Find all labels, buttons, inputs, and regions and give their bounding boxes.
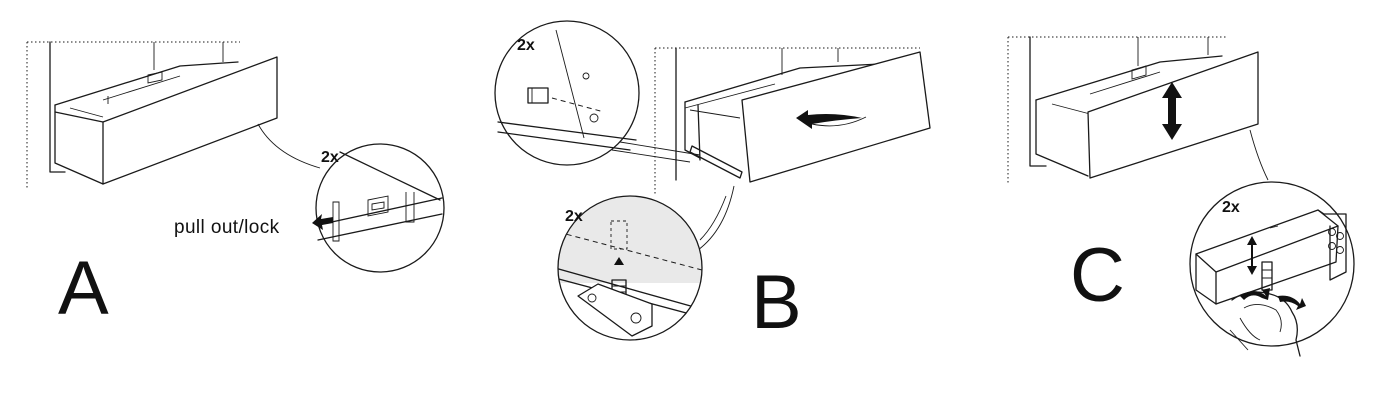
arrow-left-icon bbox=[312, 214, 333, 230]
magnifier-a bbox=[315, 143, 445, 273]
count-label-b-top: 2x bbox=[517, 37, 535, 54]
panel-b: 2x bbox=[494, 20, 931, 345]
magnifier-b-top bbox=[494, 20, 640, 166]
count-label-b-bottom: 2x bbox=[565, 208, 583, 225]
up-arrow-icon bbox=[1247, 236, 1257, 275]
step-letter-b: B bbox=[751, 260, 802, 345]
pull-out-lock-label: pull out/lock bbox=[174, 217, 280, 238]
count-label-a: 2x bbox=[321, 149, 339, 166]
step-letter-a: A bbox=[58, 246, 109, 331]
drawer-c bbox=[1035, 51, 1259, 179]
step-letter-c: C bbox=[1070, 233, 1125, 318]
double-vertical-arrow-icon bbox=[1162, 82, 1182, 140]
panel-c: 2x C bbox=[1007, 36, 1355, 357]
drawer-a bbox=[54, 56, 278, 185]
magnifier-c bbox=[1189, 181, 1355, 357]
panel-a: 2x pull out/lock A bbox=[26, 41, 445, 331]
rotate-arrows-icon bbox=[1240, 288, 1306, 310]
curved-arrow-icon bbox=[796, 110, 867, 129]
count-label-c: 2x bbox=[1222, 199, 1240, 216]
